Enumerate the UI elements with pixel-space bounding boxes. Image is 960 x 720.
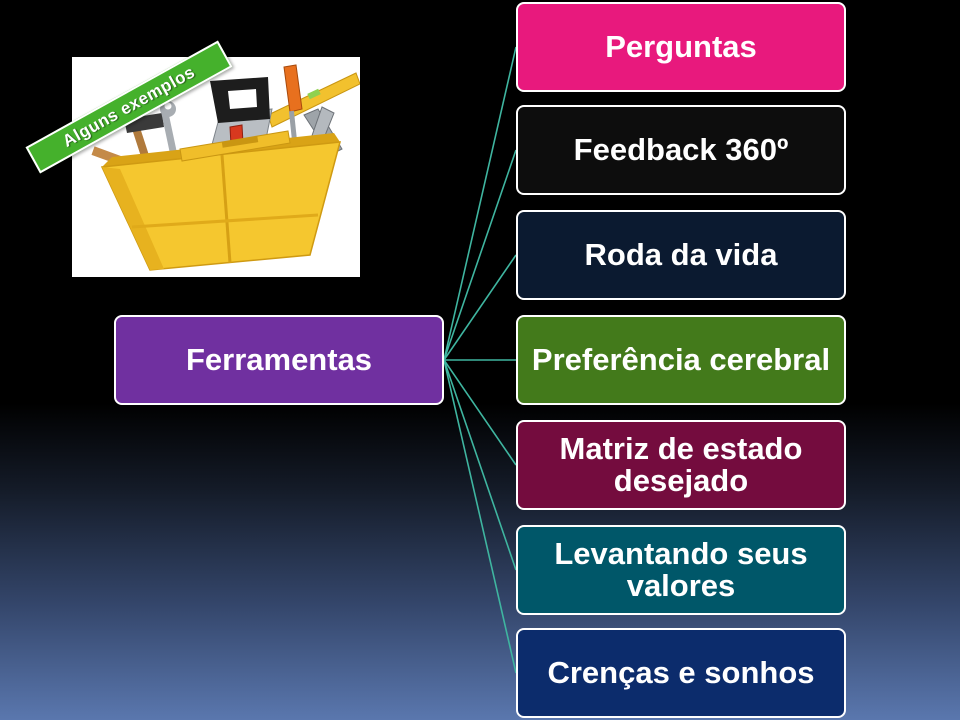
connector-crencas — [443, 359, 517, 674]
connector-feedback — [443, 149, 517, 361]
toolbox-photo — [72, 57, 360, 277]
node-levantando-valores: Levantando seus valores — [516, 525, 846, 615]
connector-matriz — [443, 359, 517, 466]
connector-perguntas — [443, 46, 517, 361]
toolbox-icon — [91, 64, 360, 271]
node-matriz-estado-desejado: Matriz de estado desejado — [516, 420, 846, 510]
connector-roda-da-vida — [443, 254, 517, 361]
node-feedback-360: Feedback 360º — [516, 105, 846, 195]
node-preferencia-cerebral: Preferência cerebral — [516, 315, 846, 405]
root-node-ferramentas: Ferramentas — [114, 315, 444, 405]
crate-icon — [100, 130, 342, 271]
node-roda-da-vida: Roda da vida — [516, 210, 846, 300]
node-perguntas: Perguntas — [516, 2, 846, 92]
connector-valores — [443, 359, 517, 571]
node-crencas-e-sonhos: Crenças e sonhos — [516, 628, 846, 718]
